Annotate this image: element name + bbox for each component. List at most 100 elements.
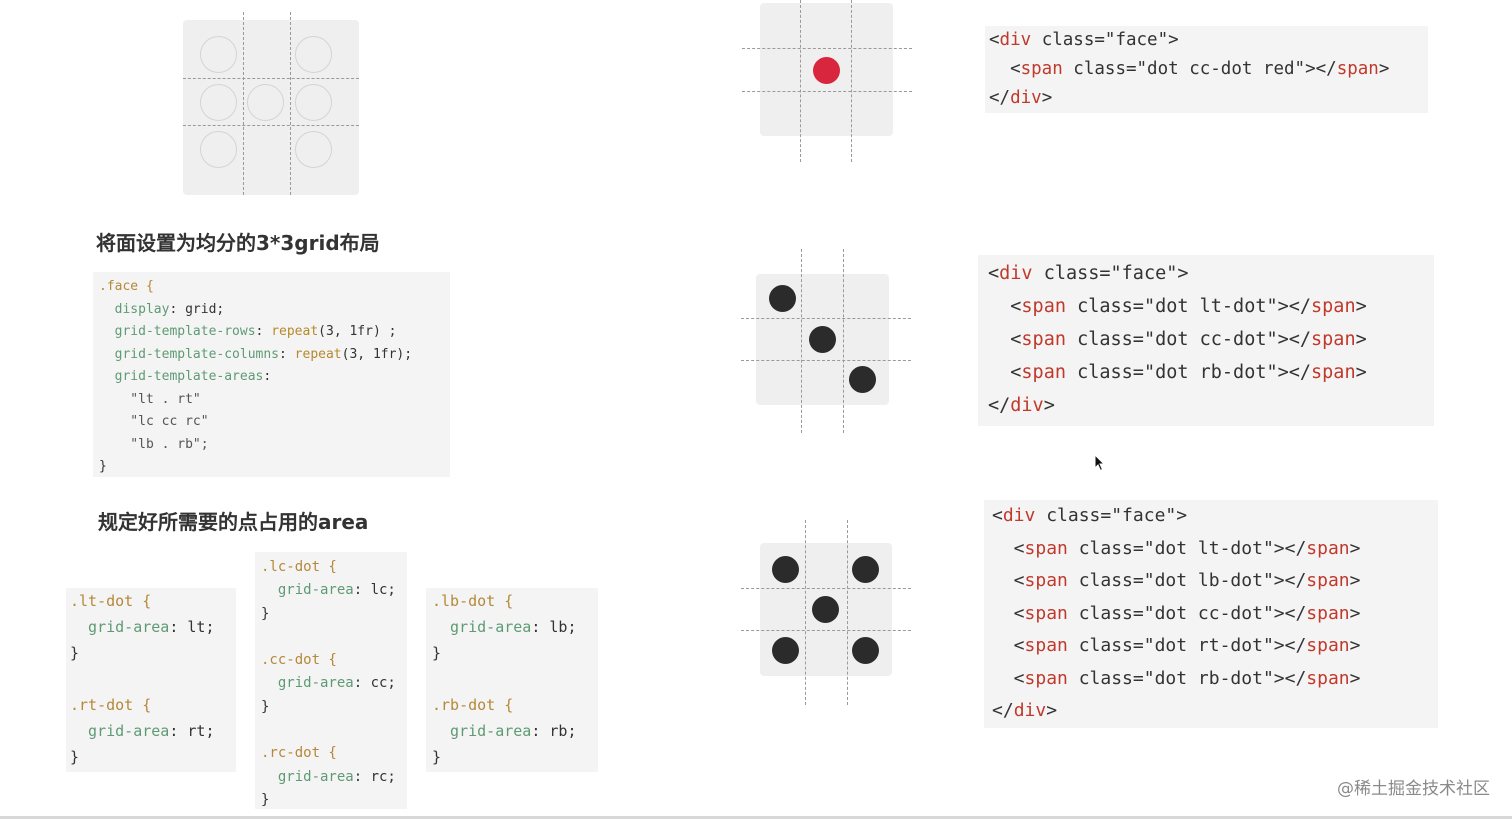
code-block-face-css: .face { display: grid; grid-template-row… xyxy=(93,272,450,477)
grid-line xyxy=(290,12,291,195)
code-token: class="dot rt-dot"></ xyxy=(1067,635,1307,656)
code-token: grid-template-columns xyxy=(99,346,280,362)
code-token: span xyxy=(1306,667,1350,689)
code-line: "lt . rt" xyxy=(99,389,444,412)
code-line: } xyxy=(432,744,592,770)
code-token: class="dot lt-dot"></ xyxy=(1065,296,1312,317)
face-three-dots xyxy=(756,274,889,405)
code-token: .rc-dot { xyxy=(261,745,337,762)
code-token: span xyxy=(1311,296,1356,317)
code-token xyxy=(261,629,269,645)
code-token: div xyxy=(1002,505,1036,526)
code-token: } xyxy=(261,605,270,622)
code-token: > xyxy=(1349,570,1361,591)
grid-line xyxy=(741,360,911,361)
code-token: div xyxy=(1010,395,1044,416)
grid-line xyxy=(851,0,852,162)
code-token: (3, 1fr); xyxy=(341,346,413,362)
code-line: .rb-dot { xyxy=(432,692,592,718)
code-line: .lt-dot { xyxy=(70,588,232,614)
code-token: span xyxy=(1024,537,1068,559)
face-one-dot xyxy=(760,3,893,136)
code-token: : rt; xyxy=(169,722,215,740)
code-line: </div> xyxy=(992,695,1430,728)
code-token: class="face"> xyxy=(1035,505,1188,526)
dot-lt xyxy=(769,285,796,312)
code-line: } xyxy=(70,640,232,666)
grid-line xyxy=(741,318,911,319)
code-token: grid-area xyxy=(70,722,170,740)
code-token: > xyxy=(1355,362,1367,383)
code-token: } xyxy=(432,644,442,662)
code-token: : lc; xyxy=(353,582,396,599)
code-token: .lt-dot { xyxy=(70,592,152,610)
dot-lb xyxy=(772,637,799,664)
code-line xyxy=(432,666,592,692)
code-line xyxy=(261,626,401,649)
code-token: < xyxy=(992,667,1025,689)
code-token: </ xyxy=(989,88,1011,108)
dot-rb xyxy=(852,637,879,664)
code-token: grid-template-rows xyxy=(99,324,256,339)
code-line: <span class="dot lt-dot"></span> xyxy=(988,290,1424,323)
code-token: grid-area xyxy=(70,618,170,636)
face-five-dots xyxy=(760,543,892,676)
mouse-pointer-icon xyxy=(1094,454,1106,472)
code-token xyxy=(70,670,79,688)
code-token: span xyxy=(1306,602,1350,624)
code-token: < xyxy=(989,59,1021,79)
code-line: .cc-dot { xyxy=(261,649,401,672)
code-token: div xyxy=(999,30,1032,50)
code-token: < xyxy=(992,537,1025,559)
grid-line xyxy=(742,48,912,49)
outline-dot-cc xyxy=(247,84,284,121)
code-line: grid-area: rc; xyxy=(261,766,401,789)
code-line: <div class="face"> xyxy=(992,500,1430,533)
code-line xyxy=(70,666,232,692)
dot-rt xyxy=(852,556,879,583)
code-token: > xyxy=(1349,667,1361,689)
grid-line xyxy=(847,520,848,705)
code-token: : xyxy=(255,324,272,339)
code-token: class="dot rb-dot"></ xyxy=(1065,362,1312,383)
outline-dot-lb xyxy=(200,131,237,168)
code-token: class="face"> xyxy=(1032,263,1189,284)
code-token: .face { xyxy=(99,279,154,294)
code-token: class="dot rb-dot"></ xyxy=(1067,667,1307,689)
grid-line xyxy=(183,78,359,79)
code-token: > xyxy=(1355,329,1367,350)
code-line xyxy=(261,719,401,742)
code-token: < xyxy=(992,602,1025,624)
code-token: .rb-dot { xyxy=(432,696,514,714)
grid-line xyxy=(805,520,806,705)
code-line: grid-area: lb; xyxy=(432,614,592,640)
code-line: <span class="dot lb-dot"></span> xyxy=(992,565,1430,598)
code-block-html-five: <div class="face"> <span class="dot lt-d… xyxy=(984,500,1438,728)
code-line: grid-template-columns: repeat(3, 1fr); xyxy=(99,344,444,367)
code-token: } xyxy=(261,698,270,715)
code-token: : lb; xyxy=(531,618,577,636)
outline-dot-rb xyxy=(295,131,332,168)
code-token: span xyxy=(1024,570,1068,591)
code-token: repeat xyxy=(271,324,319,339)
grid-line xyxy=(741,588,911,589)
code-token: span xyxy=(1021,329,1066,350)
code-token: } xyxy=(432,748,442,766)
code-token: : xyxy=(279,346,295,362)
code-line: .face { xyxy=(99,276,444,299)
code-token: > xyxy=(1378,59,1390,79)
code-line: <span class="dot rt-dot"></span> xyxy=(992,630,1430,663)
code-token: : lt; xyxy=(169,618,215,636)
code-line: </div> xyxy=(989,84,1424,113)
code-token: span xyxy=(1020,59,1063,79)
code-token: < xyxy=(992,505,1003,526)
dot-rb xyxy=(849,366,876,393)
code-token: (3, 1fr) ; xyxy=(318,324,397,339)
code-token: class="dot lt-dot"></ xyxy=(1067,537,1307,559)
code-line: <span class="dot cc-dot"></span> xyxy=(992,598,1430,631)
code-token: < xyxy=(989,30,1000,50)
code-line: } xyxy=(261,696,401,719)
code-line: } xyxy=(70,744,232,770)
code-token xyxy=(432,670,441,688)
code-token: span xyxy=(1311,329,1356,350)
